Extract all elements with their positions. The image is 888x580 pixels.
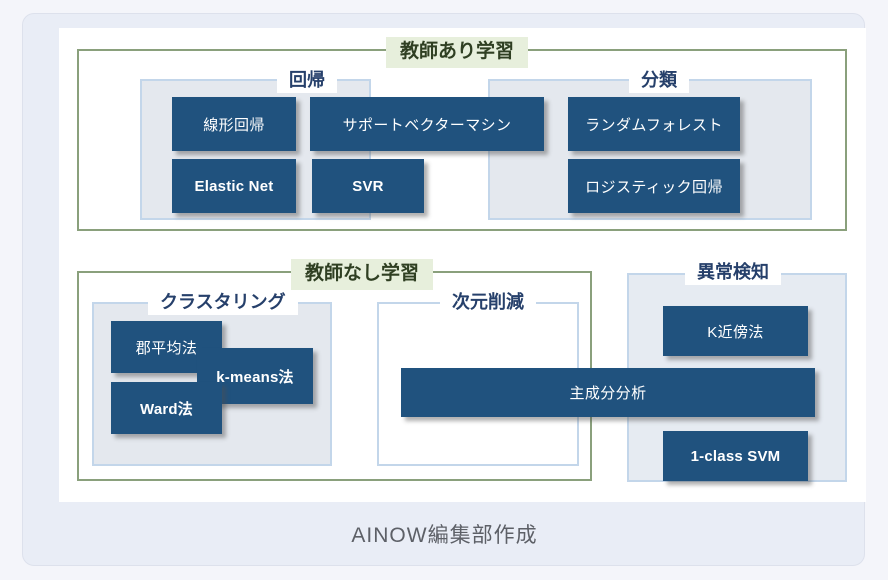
group-label-anomaly-detection: 異常検知 — [685, 260, 781, 285]
algo-box-one-class-svm[interactable]: 1-class SVM — [663, 431, 808, 481]
algo-box-k-nearest-neighbors[interactable]: K近傍法 — [663, 306, 808, 356]
sub-label-regression: 回帰 — [277, 68, 337, 93]
diagram-canvas: 教師あり学習 回帰 分類 線形回帰 サポートベクターマシン Elastic Ne… — [59, 28, 866, 502]
group-label-unsupervised: 教師なし学習 — [291, 259, 434, 290]
sub-label-clustering: クラスタリング — [148, 290, 298, 315]
group-label-supervised: 教師あり学習 — [386, 37, 529, 68]
algo-box-random-forest[interactable]: ランダムフォレスト — [568, 97, 740, 151]
sub-label-dimensionality-reduction: 次元削減 — [440, 290, 536, 315]
sub-label-classification: 分類 — [629, 68, 689, 93]
algo-box-svr[interactable]: SVR — [312, 159, 424, 213]
algo-box-support-vector-machine[interactable]: サポートベクターマシン — [310, 97, 544, 151]
algo-box-linear-regression[interactable]: 線形回帰 — [172, 97, 296, 151]
algo-box-principal-component-analysis[interactable]: 主成分分析 — [401, 368, 815, 417]
diagram-caption: AINOW編集部作成 — [351, 524, 538, 547]
algo-box-ward-method[interactable]: Ward法 — [111, 382, 222, 434]
diagram-card: 教師あり学習 回帰 分類 線形回帰 サポートベクターマシン Elastic Ne… — [22, 13, 866, 566]
algo-box-logistic-regression[interactable]: ロジスティック回帰 — [568, 159, 740, 213]
algo-box-elastic-net[interactable]: Elastic Net — [172, 159, 296, 213]
